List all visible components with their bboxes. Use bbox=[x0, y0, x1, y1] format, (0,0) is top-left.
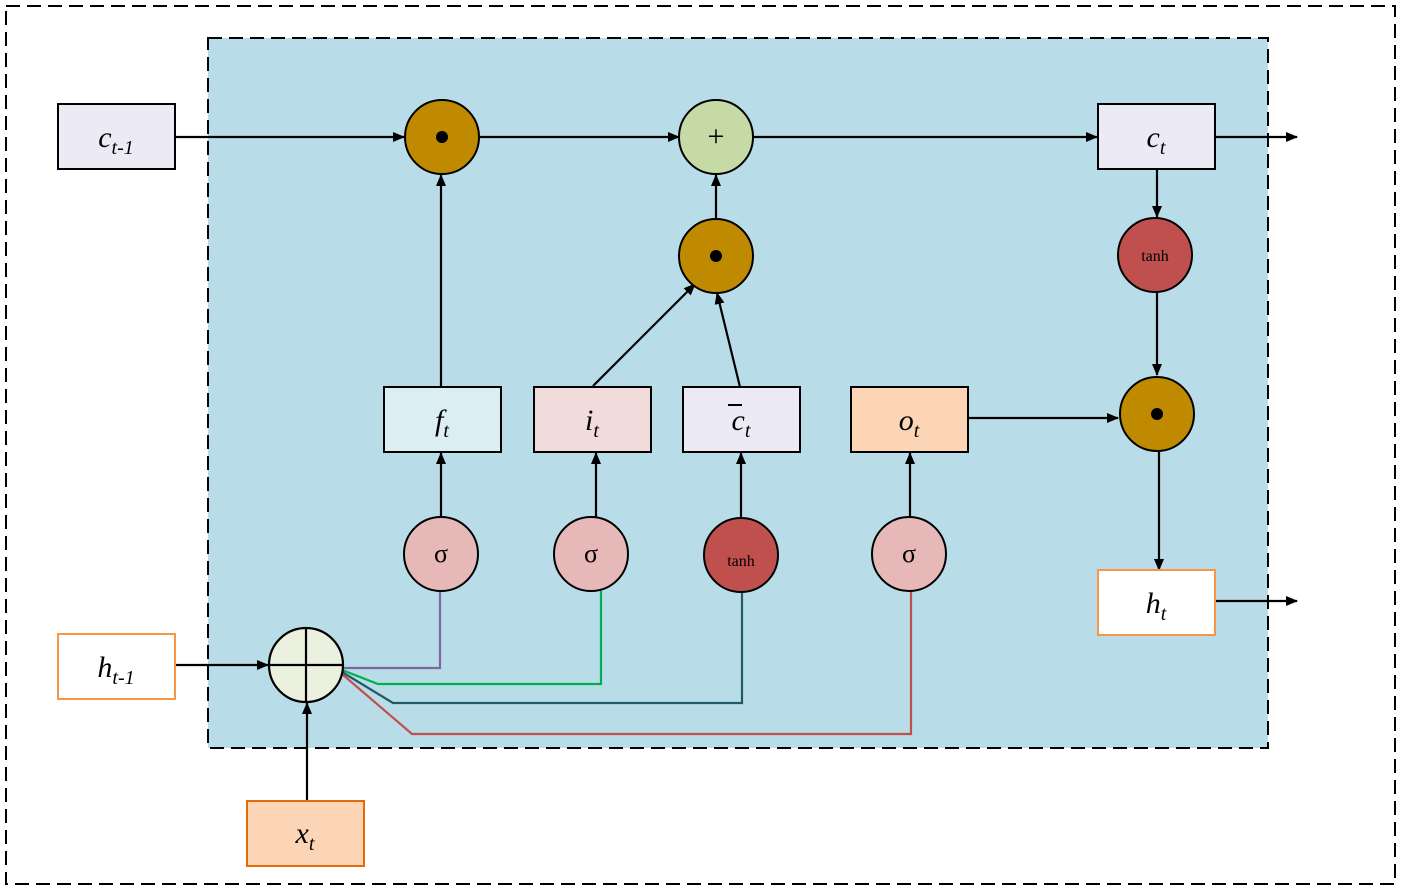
forget-multiply-node bbox=[404, 99, 480, 175]
sigma-label: σ bbox=[902, 539, 916, 568]
svg-text:ct: ct bbox=[1147, 121, 1166, 159]
dot-icon bbox=[1151, 408, 1163, 420]
arrow-it-to-input-mult bbox=[592, 283, 696, 387]
svg-text:xt: xt bbox=[295, 817, 315, 855]
concat-node bbox=[267, 626, 345, 704]
svg-text:ct: ct bbox=[732, 404, 751, 442]
dot-icon bbox=[436, 131, 448, 143]
svg-text:ht-1: ht-1 bbox=[97, 651, 134, 689]
svg-text:ct-1: ct-1 bbox=[98, 121, 134, 159]
i-t-box: it bbox=[533, 386, 652, 453]
sigma-label: σ bbox=[434, 539, 448, 568]
h-t-box: ht bbox=[1097, 569, 1216, 636]
wire-to-forget-gate bbox=[342, 591, 442, 670]
tanh-node-ct: tanh bbox=[1117, 217, 1193, 293]
svg-text:ht: ht bbox=[1146, 587, 1167, 625]
outer-frame bbox=[5, 5, 1396, 885]
tanh-label: tanh bbox=[1141, 248, 1169, 265]
input-multiply-node bbox=[678, 218, 754, 294]
c-bar-t-box: ct bbox=[682, 386, 801, 453]
wire-to-input-gate bbox=[341, 591, 603, 686]
add-node: + bbox=[678, 99, 754, 175]
sigma-node-output: σ bbox=[871, 516, 947, 592]
wire-to-output-gate bbox=[341, 591, 913, 736]
sigma-node-input: σ bbox=[553, 516, 629, 592]
plus-symbol: + bbox=[708, 120, 725, 153]
sigma-node-forget: σ bbox=[403, 516, 479, 592]
dot-icon bbox=[710, 250, 722, 262]
wire-to-candidate bbox=[341, 591, 744, 705]
svg-text:ot: ot bbox=[899, 404, 920, 442]
svg-text:it: it bbox=[585, 404, 599, 442]
tanh-node-candidate: tanh bbox=[703, 517, 779, 593]
sigma-label: σ bbox=[584, 539, 598, 568]
h-prev-box: ht-1 bbox=[57, 633, 176, 700]
c-t-box: ct bbox=[1097, 103, 1216, 170]
c-prev-box: ct-1 bbox=[57, 103, 176, 170]
tanh-label: tanh bbox=[727, 553, 755, 570]
x-t-box: xt bbox=[246, 800, 365, 867]
output-multiply-node bbox=[1119, 376, 1195, 452]
arrow-cbar-to-input-mult bbox=[714, 292, 742, 388]
o-t-box: ot bbox=[850, 386, 969, 453]
f-t-box: ft bbox=[383, 386, 502, 453]
